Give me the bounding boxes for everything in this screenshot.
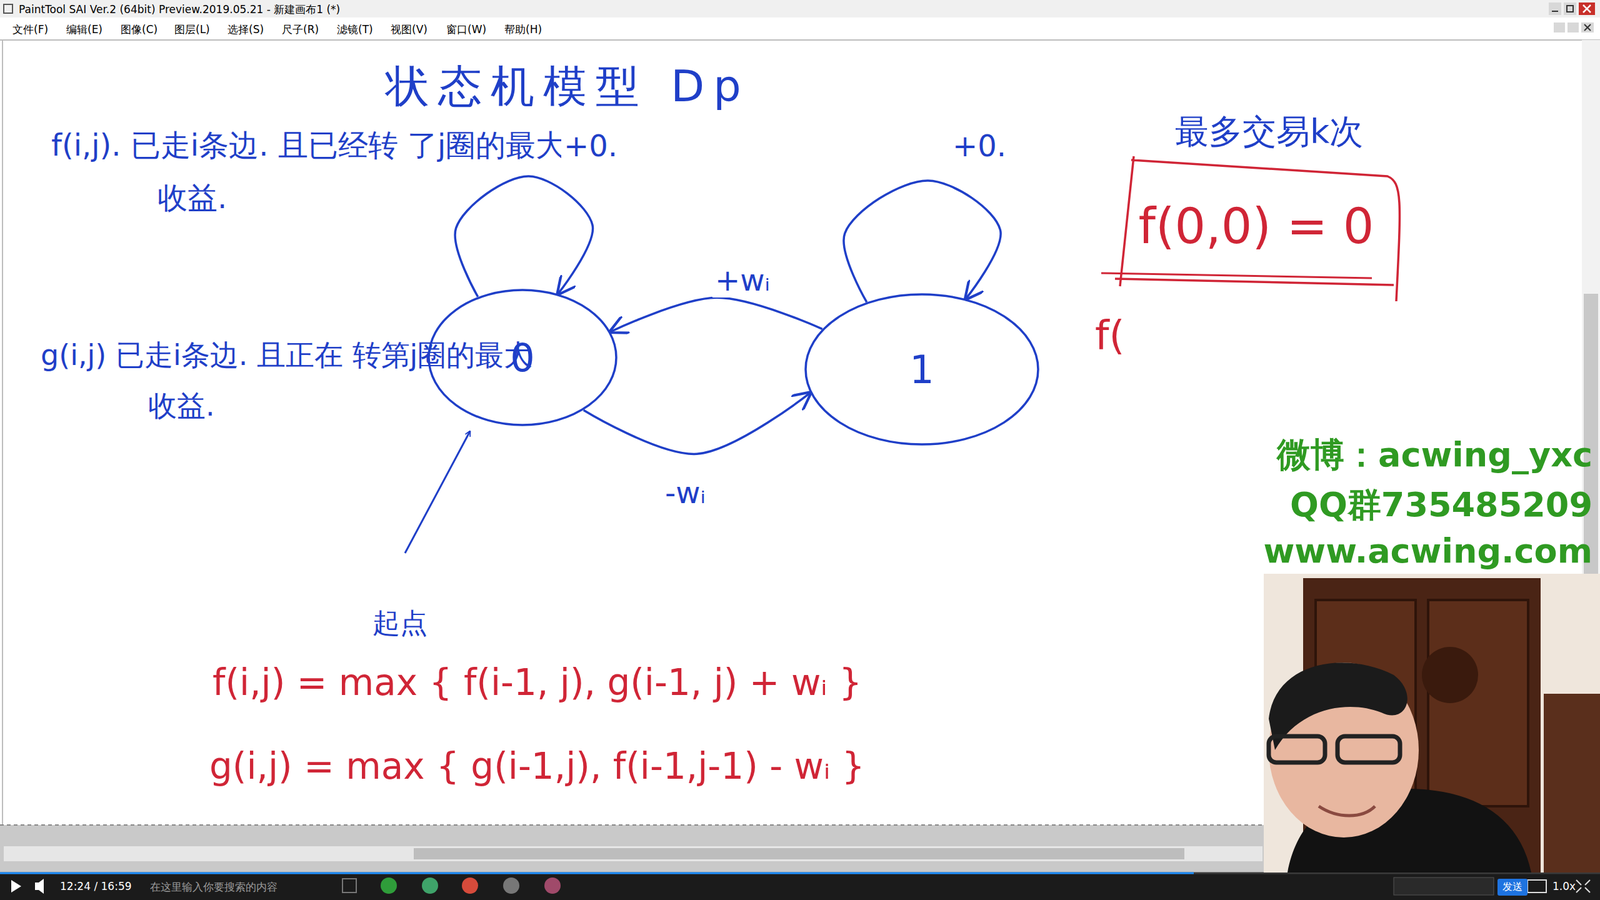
edge-label: +wᵢ xyxy=(712,262,773,298)
video-time: 12:24 / 16:59 xyxy=(60,880,132,893)
partial-formula: f( xyxy=(1095,312,1125,359)
ellipse-outline xyxy=(805,294,1039,445)
speed-label: 1.0x xyxy=(1552,880,1576,893)
window-title: PaintTool SAI Ver.2 (64bit) Preview.2019… xyxy=(18,2,340,17)
canvas-border xyxy=(0,39,1600,41)
canvas-border xyxy=(1,40,4,825)
menu-item: 文件(F) xyxy=(12,22,49,37)
node-text: f(0,0) = 0 xyxy=(1138,198,1375,255)
base-case-box: f(0,0) = 0 xyxy=(1112,163,1400,289)
ellipse-outline xyxy=(428,290,617,425)
menu-item: 选择(S) xyxy=(227,22,264,37)
watermark: 微博：acwing_yxc xyxy=(1276,432,1593,479)
transition-arrow xyxy=(583,393,810,455)
start-label: 起点 xyxy=(372,605,428,642)
menu-item: 图像(C) xyxy=(120,22,158,37)
watermark: www.acwing.com xyxy=(1263,531,1593,571)
send-button: 发送 xyxy=(1497,878,1528,896)
edge-label: -wᵢ xyxy=(662,475,709,510)
menu-item: 视图(V) xyxy=(390,22,428,37)
app-icon xyxy=(3,4,13,14)
state-circle: 1 xyxy=(804,293,1040,446)
watermark: QQ群735485209 xyxy=(1290,482,1593,529)
edge-label: +0. xyxy=(950,128,1009,164)
webcam-picture xyxy=(1263,573,1600,873)
window-buttons xyxy=(1548,2,1595,15)
video-bar xyxy=(0,872,1600,900)
box-outline xyxy=(1115,156,1400,302)
play-icon xyxy=(11,880,22,893)
horizontal-scrollbar xyxy=(3,846,1263,862)
node-text: 1 xyxy=(909,346,934,393)
definition-note: g(i,j) 已走i条边. 且正在 转第j圈的最大收益. xyxy=(40,330,561,431)
start-arrow xyxy=(405,431,470,554)
volume-icon xyxy=(35,878,44,894)
menu-item: 滤镜(T) xyxy=(336,22,374,37)
menu-item: 编辑(E) xyxy=(66,22,103,37)
scroll-thumb xyxy=(413,848,1185,860)
transition-arrow xyxy=(610,297,823,332)
transition-formula: g(i,j) = max { g(i-1,j), f(i-1,j-1) - wᵢ… xyxy=(209,745,865,788)
menu-item: 尺子(R) xyxy=(281,22,319,37)
transition-arrow xyxy=(843,180,1001,302)
menu-item: 帮助(H) xyxy=(504,22,542,37)
edge-label: +0. xyxy=(561,128,620,164)
comment-box xyxy=(1393,877,1494,895)
title-bar xyxy=(0,0,1600,18)
search-placeholder: 在这里输入你要搜索的内容 xyxy=(150,880,278,895)
constraint-note: 最多交易k次 xyxy=(1175,109,1364,155)
node-text: 0 xyxy=(510,335,535,381)
transition-formula: f(i,j) = max { f(i-1, j), g(i-1, j) + wᵢ… xyxy=(212,661,862,704)
diagram-title: 状态机模型 Dp xyxy=(385,57,750,117)
subtitle-icon xyxy=(1527,880,1547,893)
menu-bar xyxy=(0,17,1600,40)
transition-arrow xyxy=(455,176,593,297)
canvas-buttons xyxy=(1553,22,1594,33)
underline-stroke xyxy=(1101,273,1372,279)
state-circle: 0 xyxy=(427,288,618,427)
progress-line xyxy=(0,872,1194,875)
menu-item: 窗口(W) xyxy=(446,22,487,37)
definition-note: f(i,j). 已走i条边. 且已经转 了j圈的最大收益. xyxy=(51,118,595,224)
fullscreen-icon xyxy=(1576,880,1590,893)
menu-item: 图层(L) xyxy=(174,22,210,37)
taskbar-icons xyxy=(342,877,561,894)
